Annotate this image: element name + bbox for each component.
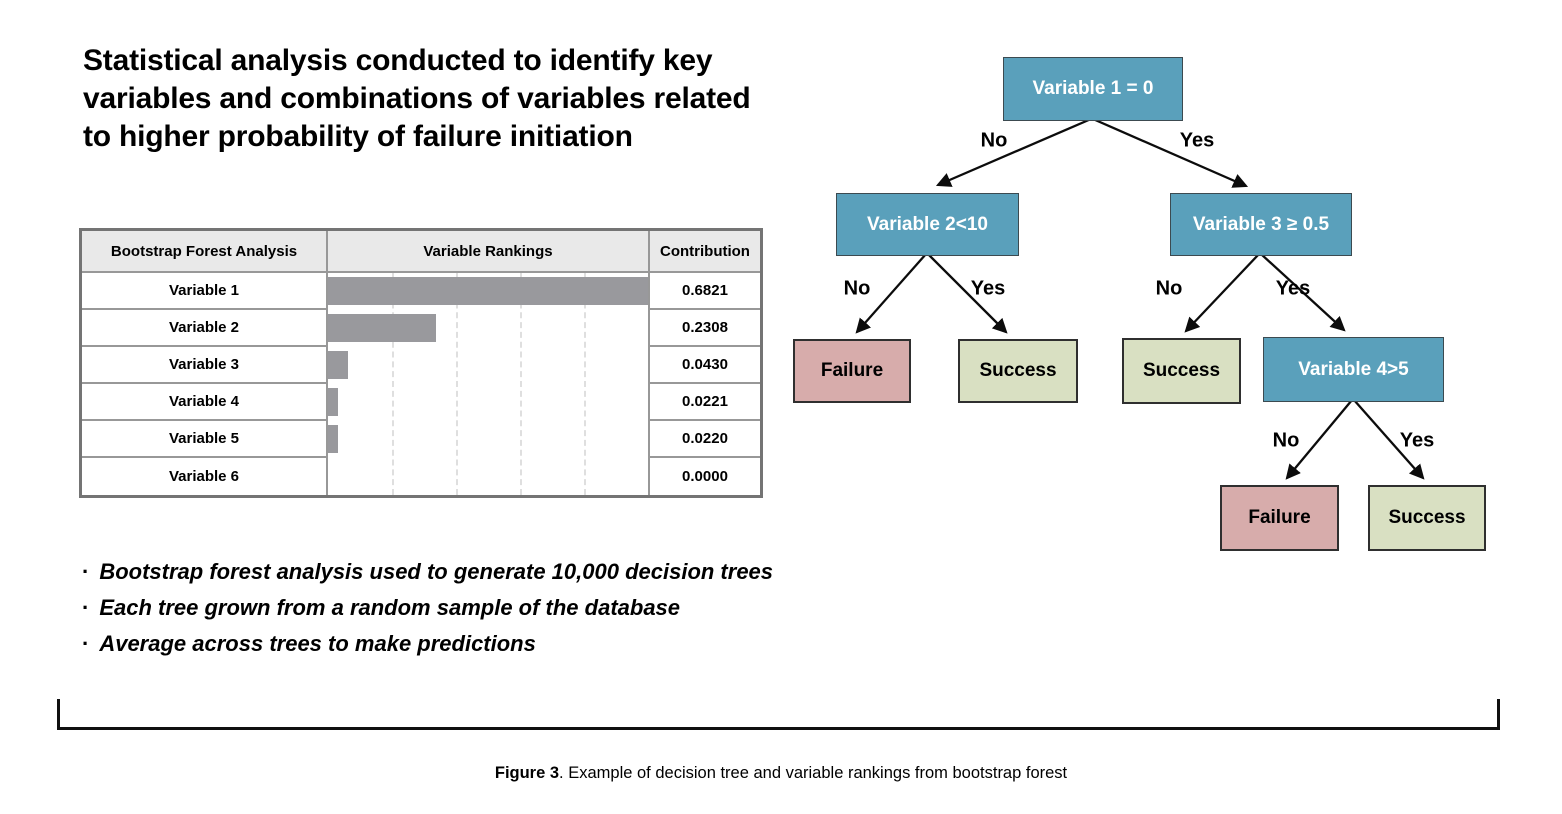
ranking-bar [328, 425, 339, 453]
ranking-bar [328, 314, 437, 342]
bullet-marker: · [82, 559, 90, 584]
bullet-item: · Bootstrap forest analysis used to gene… [82, 560, 773, 583]
bullet-marker: · [82, 595, 90, 620]
caption-label: Figure 3 [494, 764, 560, 782]
chart-gridline [456, 273, 458, 495]
variable-rankings-chart [328, 273, 648, 495]
contribution-value: 0.0430 [648, 347, 760, 384]
chart-gridline [520, 273, 522, 495]
bullet-text: Bootstrap forest analysis used to genera… [99, 559, 774, 584]
figure-title: Statistical analysis conducted to identi… [83, 44, 751, 153]
bullet-text: Average across trees to make predictions [99, 631, 536, 656]
contribution-value: 0.2308 [648, 310, 760, 347]
caption-text: . Example of decision tree and variable … [559, 764, 1068, 782]
tree-edge [935, 117, 1092, 187]
tree-leaf-success: Success [1368, 485, 1486, 551]
bullet-list: · Bootstrap forest analysis used to gene… [82, 560, 773, 668]
figure-caption: Figure 3. Example of decision tree and v… [0, 764, 1562, 783]
edge-label-yes: Yes [1179, 129, 1215, 152]
edge-label-no: No [843, 277, 871, 300]
bullet-item: · Average across trees to make predictio… [82, 632, 773, 655]
chart-gridline [584, 273, 586, 495]
table-row-variable: Variable 4 [82, 384, 328, 421]
tree-node-variable4: Variable 4>5 [1263, 337, 1444, 402]
edge-label-yes: Yes [970, 277, 1006, 300]
column-header-contribution: Contribution [648, 231, 760, 273]
contribution-value: 0.0000 [648, 458, 760, 495]
bottom-bracket [57, 699, 1500, 730]
contribution-value: 0.0221 [648, 384, 760, 421]
tree-leaf-success: Success [1122, 338, 1241, 404]
ranking-bar [328, 277, 648, 305]
ranking-bar [328, 388, 339, 416]
edge-label-no: No [1272, 429, 1300, 452]
edge-label-yes: Yes [1275, 277, 1311, 300]
column-header-analysis: Bootstrap Forest Analysis [82, 231, 328, 273]
bullet-text: Each tree grown from a random sample of … [99, 595, 681, 620]
edge-label-yes: Yes [1399, 429, 1435, 452]
tree-leaf-failure: Failure [1220, 485, 1339, 551]
contribution-value: 0.0220 [648, 421, 760, 458]
contribution-value: 0.6821 [648, 273, 760, 310]
chart-gridline [392, 273, 394, 495]
table-row-variable: Variable 1 [82, 273, 328, 310]
table-row-variable: Variable 2 [82, 310, 328, 347]
tree-node-variable3: Variable 3 ≥ 0.5 [1170, 193, 1352, 256]
table-row-variable: Variable 3 [82, 347, 328, 384]
tree-edge [1184, 253, 1260, 333]
bullet-item: · Each tree grown from a random sample o… [82, 596, 773, 619]
ranking-bar [328, 351, 349, 379]
table-row-variable: Variable 5 [82, 421, 328, 458]
tree-node-variable1: Variable 1 = 0 [1003, 57, 1183, 121]
column-header-rankings: Variable Rankings [328, 231, 648, 273]
bullet-marker: · [82, 631, 90, 656]
tree-edge [1092, 117, 1249, 188]
tree-leaf-success: Success [958, 339, 1078, 403]
tree-leaf-failure: Failure [793, 339, 911, 403]
edge-label-no: No [980, 129, 1008, 152]
edge-label-no: No [1155, 277, 1183, 300]
table-row-variable: Variable 6 [82, 458, 328, 495]
tree-node-variable2: Variable 2<10 [836, 193, 1019, 256]
bootstrap-forest-table: Bootstrap Forest Analysis Variable Ranki… [79, 228, 763, 498]
